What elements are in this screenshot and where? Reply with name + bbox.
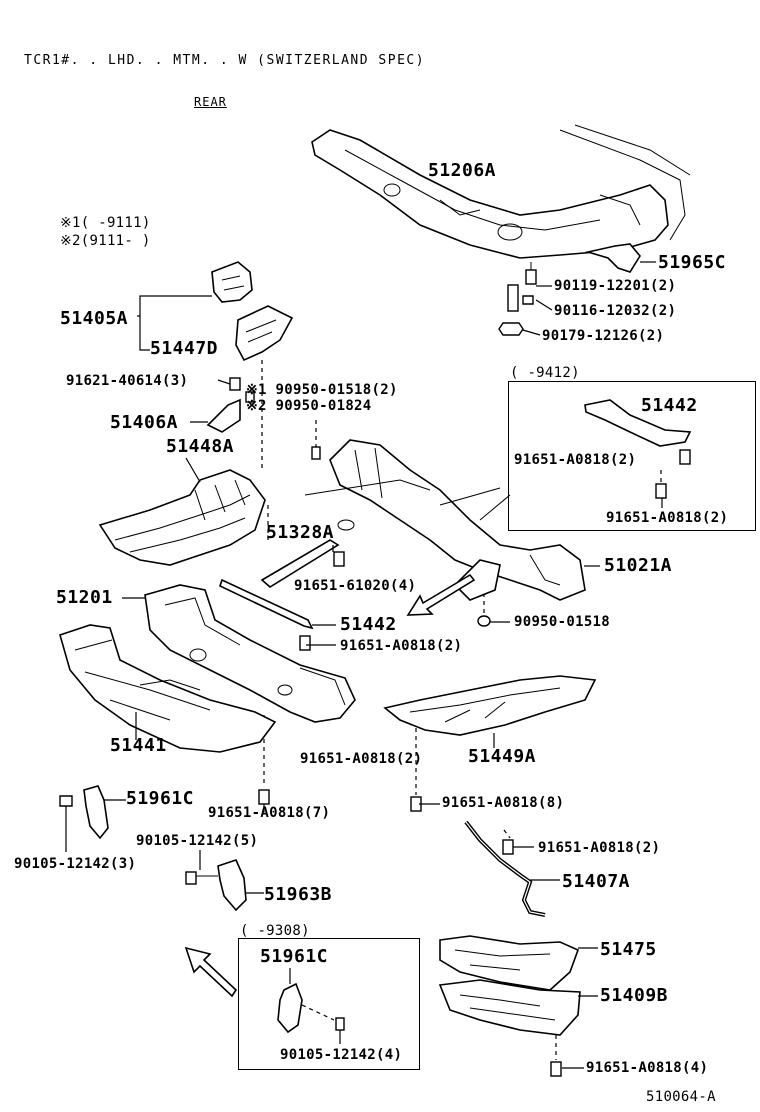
part-label-90950-c[interactable]: 90950-01518 <box>514 614 611 630</box>
guard-51448a-drawing <box>98 469 266 566</box>
note-2: ※2(9111- ) <box>60 233 151 249</box>
rear-direction-label: REAR <box>194 95 227 109</box>
part-label-91651-b[interactable]: 91651-A0818(2) <box>300 751 423 767</box>
crossmember-51201-drawing <box>122 584 356 723</box>
part-label-90105-a[interactable]: 90105-12142(5) <box>136 833 259 849</box>
brackets-51405a-51447d-drawing <box>137 261 294 362</box>
part-label-91651-a[interactable]: 91651-A0818(2) <box>340 638 463 654</box>
inset-box-9308 <box>238 938 420 1070</box>
guard-51441-drawing <box>59 624 277 753</box>
part-label-91651-c[interactable]: 91651-A0818(7) <box>208 805 331 821</box>
footer-code: 510064-A <box>646 1089 716 1105</box>
rod-51328a-drawing <box>260 539 340 588</box>
part-label-51441[interactable]: 51441 <box>110 735 167 756</box>
inset-range-9308: ( -9308) <box>240 923 310 939</box>
rod-51442-drawing <box>219 578 336 651</box>
part-label-90105-inset[interactable]: 90105-12142(4) <box>280 1047 403 1063</box>
bracket-51961c-drawing <box>59 785 126 852</box>
part-label-51407a[interactable]: 51407A <box>562 871 631 892</box>
part-label-90179[interactable]: 90179-12126(2) <box>542 328 665 344</box>
part-label-51475[interactable]: 51475 <box>600 939 657 960</box>
part-label-51201[interactable]: 51201 <box>56 587 113 608</box>
part-label-51448a[interactable]: 51448A <box>166 436 235 457</box>
axle-frame-51021a-drawing <box>304 439 586 627</box>
part-label-51965c[interactable]: 51965C <box>658 252 727 273</box>
part-label-90105-b[interactable]: 90105-12142(3) <box>14 856 137 872</box>
bracket-51963b-drawing <box>185 850 264 912</box>
part-label-90119[interactable]: 90119-12201(2) <box>554 278 677 294</box>
inset-bracket-51961c-drawing <box>277 968 345 1044</box>
guards-51475-51409b-drawing <box>438 935 598 1077</box>
part-label-90950-01518[interactable]: ※1 90950-01518(2) <box>246 382 398 398</box>
part-label-51442[interactable]: 51442 <box>340 614 397 635</box>
part-label-90950-01824[interactable]: ※2 90950-01824 <box>246 398 372 414</box>
part-label-51206a[interactable]: 51206A <box>428 160 497 181</box>
part-label-91651-f[interactable]: 91651-A0818(4) <box>586 1060 709 1076</box>
part-label-51409b[interactable]: 51409B <box>600 985 669 1006</box>
rod-51407a-drawing <box>464 820 560 917</box>
pointer-arrow <box>184 946 238 998</box>
part-label-51021a[interactable]: 51021A <box>604 555 673 576</box>
part-label-91651-inset-2[interactable]: 91651-A0818(2) <box>606 510 729 526</box>
part-label-51963b[interactable]: 51963B <box>264 884 333 905</box>
part-label-51961c[interactable]: 51961C <box>126 788 195 809</box>
part-label-91651-inset-1[interactable]: 91651-A0818(2) <box>514 452 637 468</box>
diagram-header: TCR1#. . LHD. . MTM. . W (SWITZERLAND SP… <box>24 53 426 68</box>
guard-51449a-drawing <box>383 675 597 748</box>
part-label-91651-e[interactable]: 91651-A0818(2) <box>538 840 661 856</box>
part-label-91651-d[interactable]: 91651-A0818(8) <box>442 795 565 811</box>
part-label-51961c-inset[interactable]: 51961C <box>260 946 329 967</box>
part-label-91651-61020[interactable]: 91651-61020(4) <box>294 578 417 594</box>
part-label-51442-inset[interactable]: 51442 <box>641 395 698 416</box>
part-label-91621[interactable]: 91621-40614(3) <box>66 373 189 389</box>
inset-range-9412: ( -9412) <box>510 365 580 381</box>
crossmember-51206a-drawing <box>311 124 691 259</box>
part-label-90116[interactable]: 90116-12032(2) <box>554 303 677 319</box>
direction-arrow <box>406 573 476 616</box>
note-1: ※1( -9111) <box>60 215 151 231</box>
part-label-51447d[interactable]: 51447D <box>150 338 219 359</box>
part-label-51406a[interactable]: 51406A <box>110 412 179 433</box>
bracket-51965c-drawing <box>584 243 641 273</box>
inset-box-9412 <box>508 381 756 531</box>
part-label-51328a[interactable]: 51328A <box>266 522 335 543</box>
part-label-51449a[interactable]: 51449A <box>468 746 537 767</box>
inset-rod-51442-drawing <box>584 399 692 508</box>
bolts-90119-90116-drawing <box>498 262 553 336</box>
bolt-91621-drawing <box>229 377 241 391</box>
part-label-51405a[interactable]: 51405A <box>60 308 129 329</box>
bracket-51406a-drawing <box>206 398 241 433</box>
